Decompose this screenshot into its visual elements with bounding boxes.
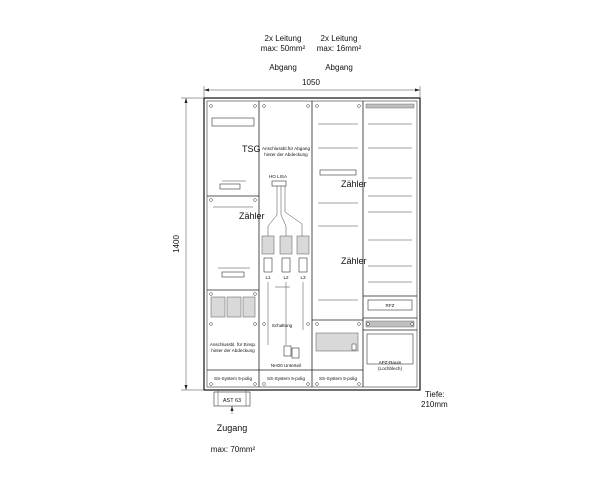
- label-left-cable-size: max: 50mm²: [261, 44, 306, 53]
- label-abgang-left: Abgang: [269, 63, 297, 72]
- rfz-box: [367, 299, 413, 311]
- dimension-height-label: 1400: [172, 235, 181, 253]
- anschluss-einsp-line2: hinter der Abdeckung: [211, 348, 255, 353]
- nh-fuse-l2-top: [279, 235, 293, 255]
- field-label-zaehler-right-top: Zähler: [341, 179, 367, 189]
- anschluss-einsp-line1: Anschlussbl. für Einsp.: [210, 342, 256, 347]
- einsp-breaker-3: [242, 296, 256, 318]
- nh00-label: NH00 Unterteil: [271, 363, 301, 368]
- ho-lisa-label: HO LISA: [269, 174, 288, 179]
- apz-perforated-area: [366, 333, 414, 365]
- phase-label-l1: L1: [265, 275, 271, 280]
- tsg-window: [211, 117, 255, 127]
- nh00-device-1: [283, 345, 292, 357]
- zugang-label: Zugang: [217, 423, 248, 433]
- zugang-max-label: max: 70mm²: [211, 445, 256, 454]
- ss-right-terminal: [351, 343, 357, 351]
- label-left-cable-count: 2x Leitung: [265, 34, 302, 43]
- anschluss-abgang-line2: hinter der Abdeckung: [264, 152, 308, 157]
- cable-route-3: [284, 186, 303, 236]
- rail-top-strip: [365, 103, 415, 109]
- nh-fuse-l2-bottom: [281, 257, 291, 273]
- apz-label-line1: APZ-Raum: [379, 360, 402, 365]
- dimension-arrow-top: [184, 98, 188, 103]
- ss-system-right-label: SS-System 5-polig: [319, 376, 357, 381]
- dimension-arrow-right: [415, 88, 420, 92]
- nh-fuse-l1-top: [261, 235, 275, 255]
- nh00-device-2: [291, 347, 300, 359]
- rfz-label: RFZ: [386, 303, 395, 308]
- cable-route-2: [280, 186, 287, 236]
- zugang-arrow-head: [230, 406, 234, 411]
- nh-fuse-l3-bottom: [298, 257, 308, 273]
- einsp-breaker-1: [210, 296, 226, 318]
- phase-label-l2: L2: [283, 275, 289, 280]
- ast-label: AST 63: [223, 398, 241, 404]
- mounting-screws: [209, 104, 414, 386]
- einsp-breaker-2: [226, 296, 242, 318]
- ho-lisa-device: [271, 180, 287, 187]
- dimension-arrow-bottom: [184, 385, 188, 390]
- depth-label: Tiefe:: [425, 390, 445, 399]
- field-label-zaehler-left: Zähler: [239, 211, 265, 221]
- ss-system-left-label: SS-System 5-polig: [214, 376, 252, 381]
- dimension-width-label: 1050: [302, 78, 320, 87]
- label-abgang-right: Abgang: [325, 63, 353, 72]
- ss-right-busbar-block: [315, 332, 359, 352]
- tsg-meter-slot: [219, 183, 241, 190]
- depth-value: 210mm: [421, 400, 448, 409]
- field-label-zaehler-right-bottom: Zähler: [341, 256, 367, 266]
- label-right-cable-count: 2x Leitung: [321, 34, 358, 43]
- apz-label-line2: (Lochblech): [378, 366, 402, 371]
- label-right-cable-size: max: 16mm²: [317, 44, 362, 53]
- meter-right-top-slot: [319, 169, 357, 176]
- rail-terminal-strip: [365, 320, 415, 328]
- meter-left-slot: [221, 271, 245, 278]
- nh-fuse-l3-top: [296, 235, 310, 255]
- nh-fuse-l1-bottom: [263, 257, 273, 273]
- schaltung-label: Schaltung: [272, 323, 293, 328]
- ss-system-middle-label: SS-System 5-polig: [267, 376, 305, 381]
- anschluss-abgang-line1: Anschlussbl.für Abgang: [262, 146, 310, 151]
- dimension-arrow-left: [204, 88, 209, 92]
- phase-label-l3: L3: [300, 275, 306, 280]
- cable-route-1: [267, 186, 278, 236]
- field-label-tsg: TSG: [242, 144, 261, 154]
